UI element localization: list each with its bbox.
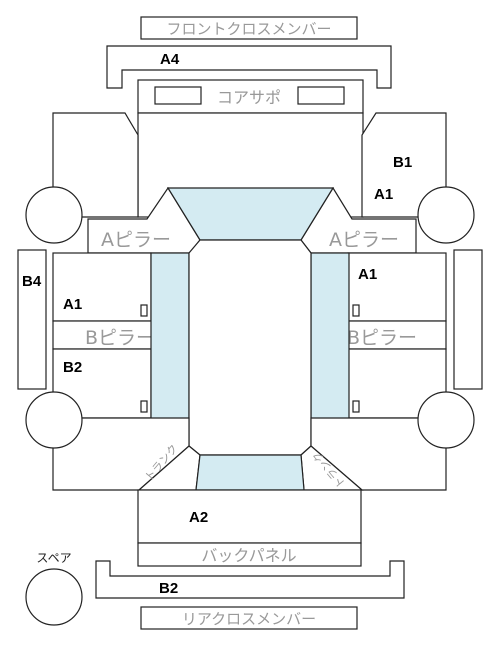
- left-side-sill[interactable]: [17, 249, 47, 390]
- trunk-lid-part[interactable]: [137, 489, 362, 544]
- rear-bumper-part[interactable]: [95, 560, 405, 599]
- rear-door-right-handle: [352, 400, 360, 413]
- headlight-left: [154, 86, 202, 105]
- grade-a2: A2: [189, 509, 208, 526]
- grade-a1-right-door: A1: [358, 266, 377, 283]
- front-left-wheel[interactable]: [25, 186, 83, 244]
- side-window-right[interactable]: [310, 252, 350, 420]
- roof-part[interactable]: [188, 239, 312, 456]
- b-pillar-right-label: Bピラー: [347, 327, 417, 349]
- front-door-right[interactable]: [347, 252, 447, 322]
- headlight-right: [297, 86, 345, 105]
- core-support-label: コアサポ: [217, 88, 281, 107]
- spare-tire[interactable]: [25, 568, 83, 626]
- rear-door-left-handle: [140, 400, 148, 413]
- grade-b2-rear: B2: [159, 580, 178, 597]
- grade-a4: A4: [160, 51, 180, 68]
- a-pillar-right-label: Aピラー: [329, 229, 399, 251]
- rear-left-wheel[interactable]: [25, 391, 83, 449]
- front-bumper-part[interactable]: [106, 45, 392, 89]
- front-cross-member-label: フロントクロスメンバー: [166, 20, 331, 38]
- rear-cross-member-part[interactable]: [140, 606, 358, 630]
- front-right-wheel[interactable]: [417, 186, 475, 244]
- b-pillar-left-label: Bピラー: [85, 327, 155, 349]
- right-side-sill[interactable]: [453, 249, 483, 390]
- front-door-left-handle: [140, 304, 148, 317]
- grade-b2-left-door: B2: [63, 359, 82, 376]
- rear-window[interactable]: [195, 454, 305, 491]
- rear-right-wheel[interactable]: [417, 391, 475, 449]
- front-fender-right[interactable]: [361, 112, 447, 218]
- grade-a1-right-upper: A1: [374, 186, 393, 203]
- grade-b1: B1: [393, 154, 412, 171]
- back-panel-part[interactable]: [137, 542, 362, 567]
- back-panel-label: バックパネル: [201, 546, 296, 565]
- front-door-right-handle: [352, 304, 360, 317]
- spare-tire-label: スペア: [36, 551, 71, 565]
- grade-a1-left-door: A1: [63, 296, 82, 313]
- a-pillar-left-label: Aピラー: [101, 229, 171, 251]
- side-window-left[interactable]: [150, 252, 190, 420]
- front-cross-member-part[interactable]: [140, 16, 358, 40]
- rear-cross-member-label: リアクロスメンバー: [182, 610, 316, 628]
- grade-b4: B4: [22, 273, 42, 290]
